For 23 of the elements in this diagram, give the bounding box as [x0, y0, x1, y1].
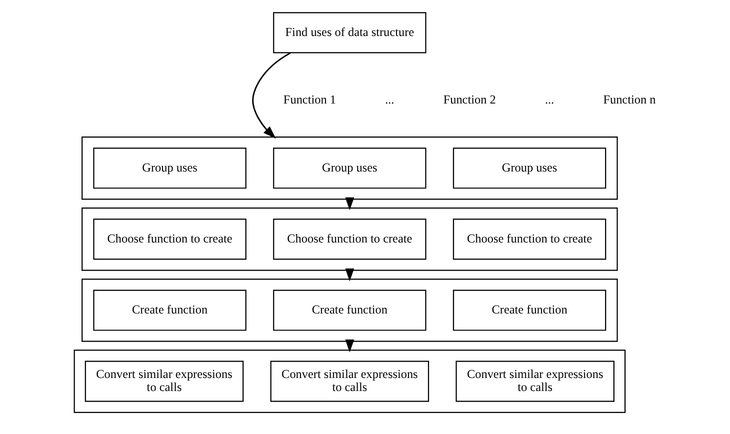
node-box: Convert similar expressions to calls: [270, 360, 429, 402]
node-box: Group uses: [272, 148, 426, 189]
node-box: Choose function to create: [92, 218, 246, 260]
node-box: Convert similar expressions to calls: [455, 360, 614, 402]
label: ...: [384, 92, 394, 107]
arrow: [252, 52, 290, 139]
label: ...: [544, 92, 554, 107]
cluster: [81, 136, 618, 200]
label: Function n: [602, 92, 656, 107]
node-box: Find uses of data structure: [272, 12, 426, 54]
cluster: [81, 208, 618, 271]
node-box: Create function: [92, 290, 246, 331]
node-box: Convert similar expressions to calls: [84, 360, 244, 402]
cluster: [73, 350, 626, 413]
node-box: Choose function to create: [272, 218, 426, 260]
node-box: Group uses: [452, 148, 606, 189]
node-box: Create function: [272, 290, 426, 331]
cluster: [81, 278, 618, 342]
node-box: Group uses: [92, 148, 246, 189]
label: Function 1: [282, 92, 336, 107]
label: Function 2: [442, 92, 496, 107]
node-box: Create function: [452, 290, 606, 331]
node-box: Choose function to create: [452, 218, 606, 260]
